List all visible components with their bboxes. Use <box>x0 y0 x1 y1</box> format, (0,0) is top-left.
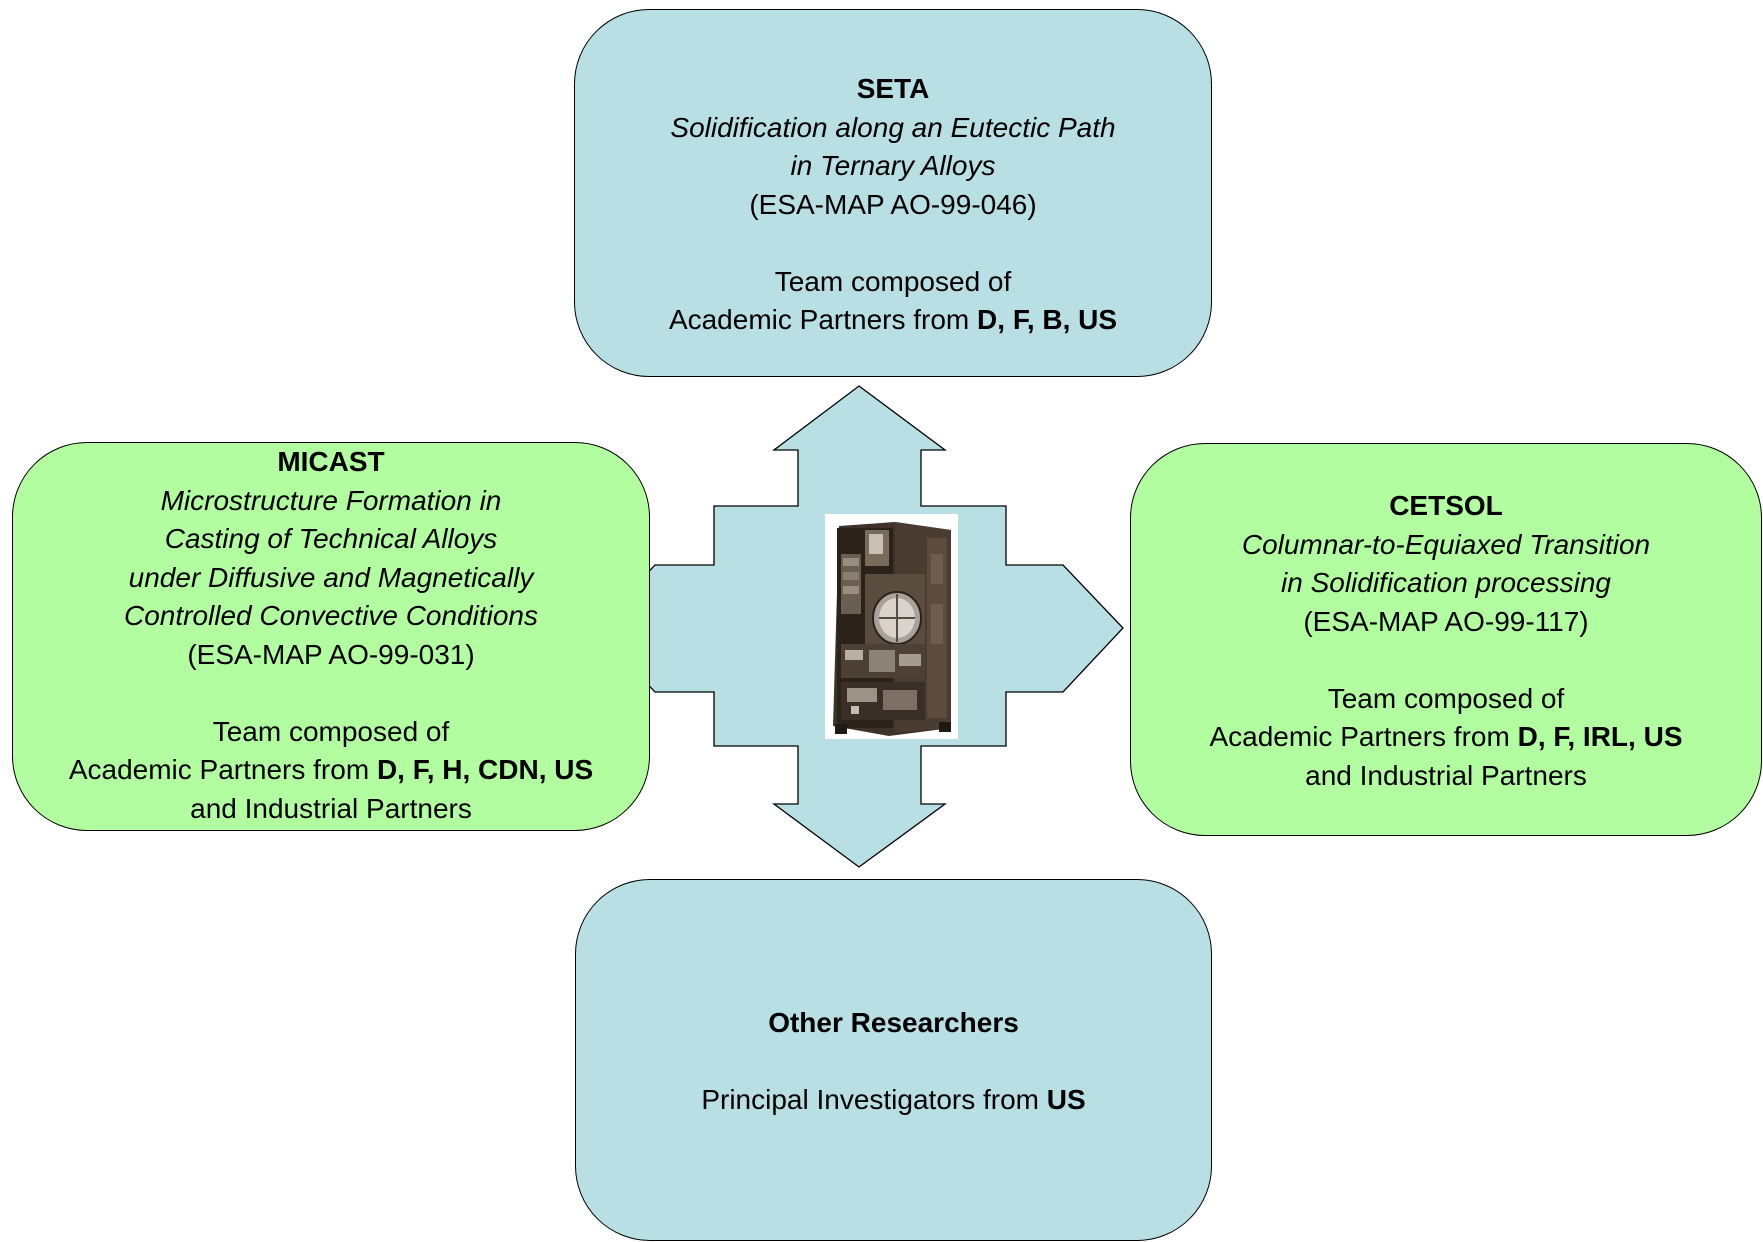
furnace-rack-image <box>825 514 958 739</box>
cetsol-box: CETSOL Columnar-to-Equiaxed Transition i… <box>1130 443 1762 836</box>
micast-team-line1: Team composed of <box>212 715 450 747</box>
cetsol-subtitle-line1: Columnar-to-Equiaxed Transition <box>1241 528 1651 560</box>
cetsol-content: CETSOL Columnar-to-Equiaxed Transition i… <box>1209 487 1682 795</box>
other-content: Other Researchers Principal Investigator… <box>701 1004 1085 1119</box>
seta-box: SETA Solidification along an Eutectic Pa… <box>574 9 1212 377</box>
micast-content: MICAST Microstructure Formation in Casti… <box>69 443 593 828</box>
micast-team-countries: D, F, H, CDN, US <box>376 754 594 785</box>
other-line: Principal Investigators from US <box>701 1081 1085 1120</box>
other-line-country: US <box>1046 1083 1086 1115</box>
cetsol-team-line3: and Industrial Partners <box>1305 759 1587 791</box>
seta-subtitle-line1: Solidification along an Eutectic Path <box>670 111 1116 143</box>
micast-code: (ESA-MAP AO-99-031) <box>187 638 475 670</box>
cetsol-team-line1: Team composed of <box>1327 682 1565 714</box>
seta-team-prefix: Academic Partners from <box>668 304 978 335</box>
micast-subtitle-line4: Controlled Convective Conditions <box>124 600 538 631</box>
cetsol-team-prefix: Academic Partners from <box>1209 721 1518 752</box>
seta-code: (ESA-MAP AO-99-046) <box>749 188 1037 220</box>
seta-subtitle-line2: in Ternary Alloys <box>790 150 996 181</box>
micast-team-prefix: Academic Partners from <box>68 754 377 785</box>
furnace-rack-photo <box>833 522 951 736</box>
cetsol-team-line2: Academic Partners from D, F, IRL, US <box>1209 718 1682 757</box>
cetsol-team-countries: D, F, IRL, US <box>1517 721 1683 752</box>
micast-team-line2: Academic Partners from D, F, H, CDN, US <box>69 751 593 790</box>
micast-title: MICAST <box>277 446 385 477</box>
cetsol-subtitle-line2: in Solidification processing <box>1281 567 1611 598</box>
seta-team-line2: Academic Partners from D, F, B, US <box>669 301 1117 340</box>
micast-subtitle-line2: Casting of Technical Alloys <box>164 523 498 554</box>
micast-subtitle-line3: under Diffusive and Magnetically <box>128 561 534 593</box>
micast-box: MICAST Microstructure Formation in Casti… <box>12 442 650 831</box>
micast-subtitle-line1: Microstructure Formation in <box>160 484 502 516</box>
other-line-prefix: Principal Investigators from <box>701 1083 1047 1115</box>
cetsol-title: CETSOL <box>1389 490 1503 521</box>
seta-title: SETA <box>856 73 930 104</box>
other-title: Other Researchers <box>768 1007 1019 1038</box>
seta-team-line1: Team composed of <box>774 265 1012 297</box>
seta-team-countries: D, F, B, US <box>977 304 1118 335</box>
seta-content: SETA Solidification along an Eutectic Pa… <box>669 70 1117 340</box>
micast-team-line3: and Industrial Partners <box>190 792 472 824</box>
other-researchers-box: Other Researchers Principal Investigator… <box>575 879 1212 1241</box>
cetsol-code: (ESA-MAP AO-99-117) <box>1303 605 1589 637</box>
